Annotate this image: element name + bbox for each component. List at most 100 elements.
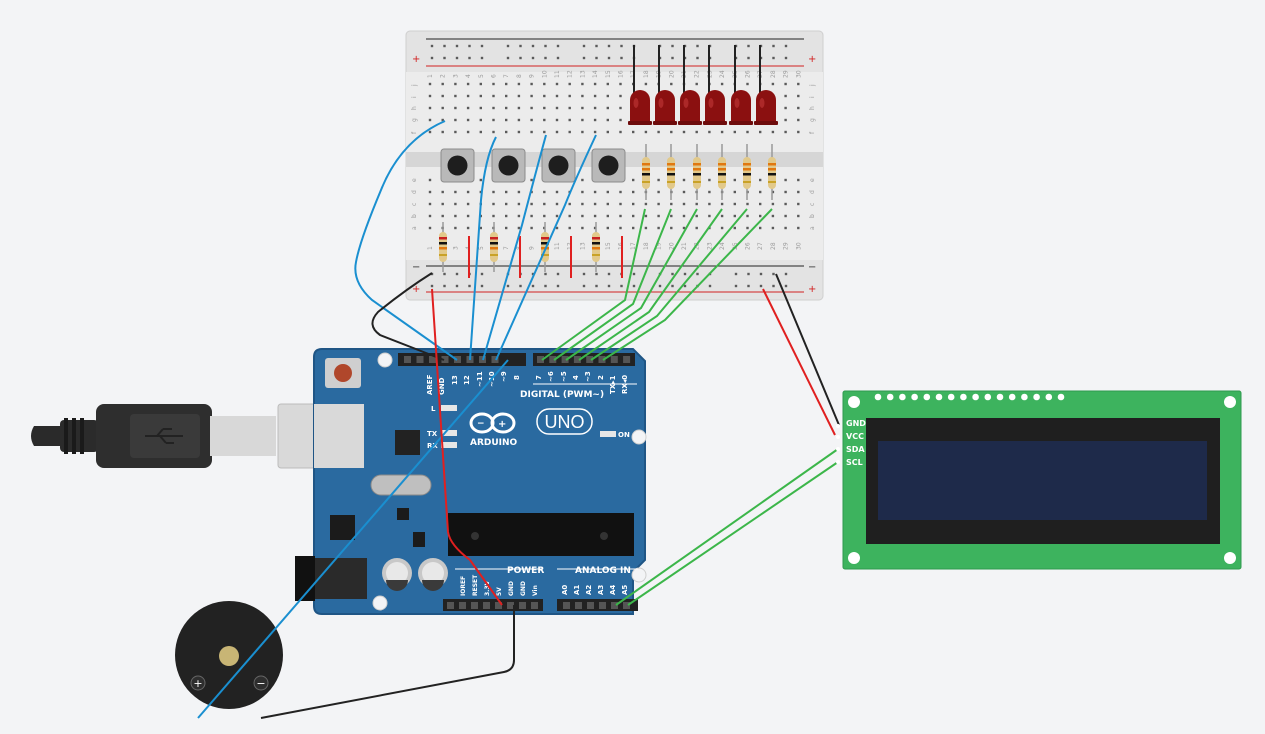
digital-pin-hole [416, 356, 424, 363]
column-number-top: 12 [567, 70, 574, 78]
pin-label-13: 13 [451, 375, 459, 385]
wire-black-gnd-breadboard[interactable] [371, 272, 445, 361]
pin-label-aref: AREF [426, 374, 434, 395]
column-number-bottom: 30 [795, 242, 802, 250]
power-pin-hole [507, 602, 514, 609]
resistor-led-3[interactable] [693, 144, 701, 200]
pin-label-a3: A3 [597, 585, 605, 595]
wire-blue-d9-buzzer[interactable] [197, 359, 509, 719]
digital-pin-hole [598, 356, 606, 363]
column-number-bottom: 18 [643, 242, 650, 250]
pushbutton-4[interactable] [591, 148, 626, 183]
led-6[interactable] [754, 90, 778, 125]
piezo-buzzer[interactable]: + − [175, 601, 283, 709]
resistor-led-4[interactable] [718, 144, 726, 200]
wire-green-led5-d3[interactable] [590, 208, 748, 361]
resistor-led-2[interactable] [667, 144, 675, 200]
row-letter-left: f [411, 131, 418, 134]
lcd-wire-terminals [836, 424, 840, 464]
bottom-minus-sign-left: − [412, 262, 420, 273]
pin-label-3: ~3 [584, 371, 592, 382]
resistor-led-5[interactable] [743, 144, 751, 200]
wire-blue-button2-d12[interactable] [469, 136, 497, 361]
led-on-indicator [600, 431, 616, 437]
arduino-uno[interactable]: AREF GND 13 12 ~11 ~10 ~9 8 7 ~6 ~5 4 ~3… [295, 348, 647, 615]
wires-black[interactable] [260, 272, 840, 719]
wire-blue-button1-d13[interactable] [354, 120, 458, 361]
resistor-button-4[interactable] [592, 222, 600, 272]
lcd-pad [899, 393, 906, 401]
column-number-top: 28 [770, 70, 777, 78]
lcd-pad [1008, 393, 1016, 401]
row-letter-left: d [411, 190, 418, 194]
lcd-pad [935, 393, 943, 401]
wire-green-led4-d4[interactable] [578, 208, 723, 361]
column-number-bottom: 21 [681, 242, 688, 250]
resistor-button-2[interactable] [490, 222, 498, 272]
wire-green-led3-d5[interactable] [565, 208, 698, 361]
wire-green-led1-d7[interactable] [541, 208, 646, 361]
lcd-screen [878, 441, 1207, 520]
pushbutton-3[interactable] [541, 148, 576, 183]
lcd-i2c-module[interactable]: GND VCC SDA SCL [842, 390, 1242, 570]
pin-label-2: 2 [597, 375, 605, 380]
led-2[interactable] [653, 90, 677, 125]
led-4[interactable] [703, 90, 727, 125]
lcd-pad [1057, 393, 1065, 401]
resistor-led-6[interactable] [768, 144, 776, 200]
arduino-brand-label: ARDUINO [470, 438, 518, 448]
column-number-top: 5 [478, 74, 485, 78]
wire-green-led2-d6[interactable] [553, 208, 672, 361]
reset-button[interactable] [325, 358, 361, 388]
column-number-bottom: 27 [757, 242, 764, 250]
wire-red-5v-breadboard[interactable] [431, 288, 503, 606]
column-number-top: 10 [541, 70, 548, 78]
pin-label-9: ~9 [500, 371, 508, 382]
digital-pin-hole [573, 356, 581, 363]
column-number-bottom: 3 [452, 246, 459, 250]
wires-red[interactable] [431, 288, 836, 606]
wire-green-lcd-scl-a5[interactable] [627, 461, 839, 606]
wire-red-lcd-vcc[interactable] [762, 288, 836, 436]
bottom-minus-sign-right: − [808, 262, 816, 273]
wire-blue-button4-d10[interactable] [495, 134, 597, 361]
wires-blue[interactable] [197, 120, 597, 719]
wire-black-lcd-gnd[interactable] [775, 273, 840, 426]
resistor-led-1[interactable] [642, 144, 650, 200]
led-5[interactable] [729, 90, 753, 125]
pushbutton-2[interactable] [491, 148, 526, 183]
row-letter-right: c [809, 203, 816, 206]
logo-plus-glyph: + [498, 419, 506, 430]
pin-label-gnd: GND [438, 377, 446, 395]
power-pin-hole [531, 602, 538, 609]
pin-label-gnd-2: GND [520, 581, 527, 596]
buzzer-minus-label: − [256, 677, 265, 690]
wire-green-lcd-sda-a4[interactable] [615, 448, 839, 606]
wire-black-buzzer-gnd[interactable] [260, 605, 515, 719]
lcd-pin-gnd: GND [846, 419, 866, 428]
wires-green[interactable] [541, 208, 839, 606]
lcd-pad [1045, 393, 1053, 401]
column-number-bottom: 1 [427, 246, 434, 250]
analog-pin-hole [563, 602, 570, 609]
pushbutton-1[interactable] [440, 148, 475, 183]
column-number-bottom: 20 [668, 242, 675, 250]
led-l-label: L [431, 405, 436, 413]
analog-pin-hole [611, 602, 618, 609]
wire-blue-button3-d11[interactable] [482, 134, 547, 361]
wire-green-led6-d2[interactable] [602, 208, 773, 361]
power-header[interactable] [443, 599, 543, 611]
led-3[interactable] [678, 90, 702, 125]
resistor-button-1[interactable] [439, 222, 447, 272]
lcd-pad [972, 393, 979, 401]
column-number-top: 18 [643, 70, 650, 78]
pin-label-11: ~11 [476, 371, 484, 387]
lcd-pin-scl: SCL [846, 458, 863, 467]
led-1[interactable] [628, 90, 652, 125]
power-pin-hole [447, 602, 454, 609]
pin-label-a1: A1 [573, 585, 581, 595]
led-rx-indicator [441, 442, 457, 448]
digital-pin-hole [491, 356, 499, 363]
dc-power-jack[interactable] [295, 556, 367, 601]
